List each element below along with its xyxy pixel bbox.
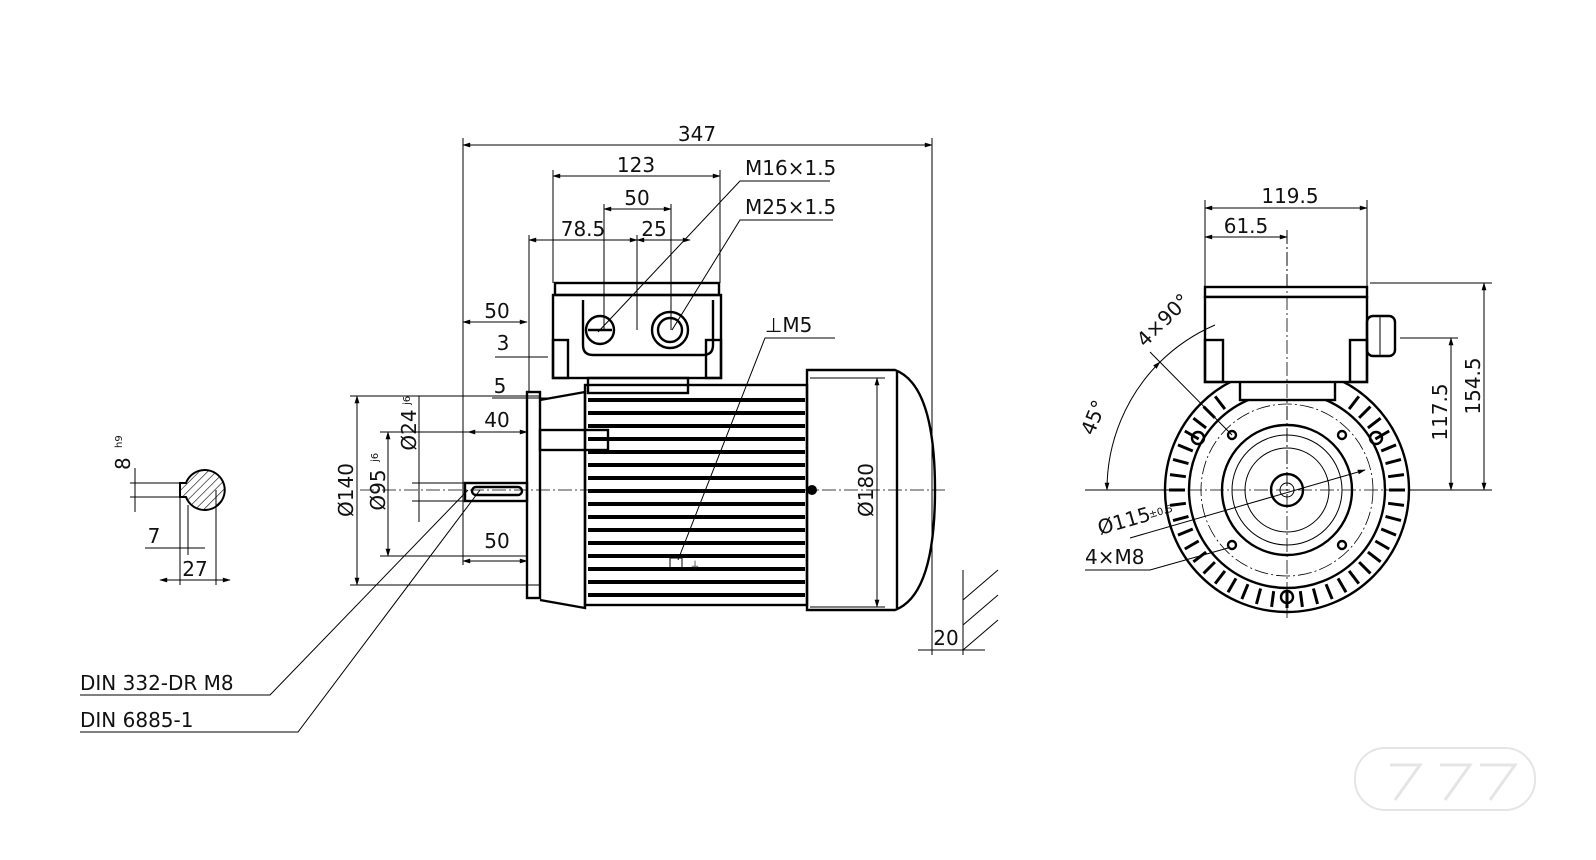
- bolt-circle: [1200, 403, 1374, 577]
- dim-shaft-diameter: Ø24: [397, 409, 421, 450]
- dim-terminal-box-length: 123: [617, 153, 655, 177]
- radial-fin: [1169, 473, 1187, 479]
- radial-fin: [1192, 550, 1207, 564]
- dim-spigot-diameter: Ø95: [366, 469, 390, 510]
- side-view: ⏚ 347: [334, 122, 999, 655]
- radial-fin: [1298, 590, 1304, 608]
- callout-earth-screw: ⊥M5: [765, 313, 812, 337]
- radial-fin: [1192, 416, 1207, 430]
- fan-cover: [805, 368, 937, 612]
- dim-gland-spacing: 50: [624, 186, 649, 210]
- angle-pitch: 4×90°: [1132, 289, 1195, 352]
- radial-fin: [1358, 561, 1372, 575]
- cable-gland-m25: [650, 310, 690, 350]
- radial-fin: [1387, 501, 1405, 507]
- dim-spigot-depth: 5: [494, 374, 507, 398]
- dim-flange-thickness: 3: [497, 331, 510, 355]
- front-view: 119.5 61.5 154.5 117.5 45° 4×90° Ø115 ±0…: [1076, 184, 1492, 620]
- radial-fin: [1213, 570, 1227, 585]
- end-shield: [539, 390, 587, 610]
- radial-fin: [1324, 583, 1334, 600]
- radial-fin: [1226, 577, 1238, 593]
- flange: [525, 390, 542, 600]
- flange-bolt-holes: [1226, 429, 1348, 551]
- shaft: [463, 481, 529, 503]
- dim-flange-to-shaft-end: 50: [484, 299, 509, 323]
- cooling-fins: [588, 398, 805, 597]
- standard-callouts: DIN 332-DR M8 DIN 6885-1: [80, 489, 481, 733]
- callout-centre-hole: DIN 332-DR M8: [80, 671, 234, 695]
- dim-box-half: 61.5: [1224, 214, 1269, 238]
- watermark-logo: [1354, 747, 1536, 811]
- radial-fin: [1202, 561, 1216, 575]
- dim-key-width: 8: [111, 457, 135, 470]
- dim-overall-length: 347: [678, 122, 716, 146]
- radial-fin: [1213, 395, 1227, 410]
- radial-fin: [1374, 539, 1390, 551]
- shaft-tolerance: j6: [402, 396, 413, 406]
- radial-fin: [1169, 501, 1187, 507]
- radial-fin: [1255, 588, 1263, 605]
- key-width-tolerance: h9: [114, 435, 125, 448]
- callout-gland-m16: M16×1.5: [745, 156, 836, 180]
- angle-first-hole: 45°: [1076, 396, 1112, 438]
- radial-fin: [1358, 405, 1372, 419]
- cable-gland-m16: [584, 314, 616, 346]
- dim-gland-offset: 25: [641, 217, 666, 241]
- radial-fin: [1177, 527, 1194, 537]
- radial-fin: [1347, 395, 1361, 410]
- radial-fin: [1336, 577, 1348, 593]
- callout-gland-m25: M25×1.5: [745, 195, 836, 219]
- radial-fin: [1367, 416, 1382, 430]
- radial-fin: [1347, 570, 1361, 585]
- radial-fin: [1385, 458, 1402, 466]
- dim-box-width: 119.5: [1261, 184, 1318, 208]
- dim-shaft-length: 50: [484, 529, 509, 553]
- bolt-circle-tolerance: ±0.5: [1148, 504, 1174, 521]
- dim-flange-diameter: Ø140: [334, 463, 358, 517]
- fan-cover-hub: [807, 485, 817, 495]
- radial-fin: [1177, 443, 1194, 453]
- keyway: [470, 485, 524, 497]
- front-terminal-box: [1203, 285, 1397, 384]
- earth-terminal: [669, 557, 683, 569]
- dim-body-diameter: Ø180: [854, 463, 878, 517]
- radial-fin: [1172, 514, 1189, 522]
- dim-box-offset: 78.5: [561, 217, 606, 241]
- callout-key-standard: DIN 6885-1: [80, 708, 193, 732]
- radial-fin: [1385, 514, 1402, 522]
- dim-shaft-height: 27: [182, 557, 207, 581]
- radial-fin: [1387, 473, 1405, 479]
- dim-fan-clearance: 20: [933, 626, 958, 650]
- radial-fin: [1172, 458, 1189, 466]
- radial-fin: [1311, 588, 1319, 605]
- dim-key-depth: 7: [148, 524, 161, 548]
- side-cable-gland: [1365, 314, 1397, 358]
- radial-fin: [1270, 590, 1276, 608]
- key-detail: 8 h9 7 27: [111, 435, 231, 585]
- spigot-tolerance: j6: [370, 453, 381, 463]
- radial-fin: [1184, 539, 1200, 551]
- motor-body: [583, 383, 809, 607]
- radial-fin: [1380, 443, 1397, 453]
- dim-gland-height: 117.5: [1428, 383, 1452, 440]
- dim-key-length: 40: [484, 408, 509, 432]
- dim-total-height: 154.5: [1461, 357, 1485, 414]
- radial-fin: [1240, 583, 1250, 600]
- earth-symbol: ⏚: [690, 560, 700, 572]
- radial-fin: [1367, 550, 1382, 564]
- radial-fin: [1380, 527, 1397, 537]
- callout-bolt-thread: 4×M8: [1085, 545, 1144, 569]
